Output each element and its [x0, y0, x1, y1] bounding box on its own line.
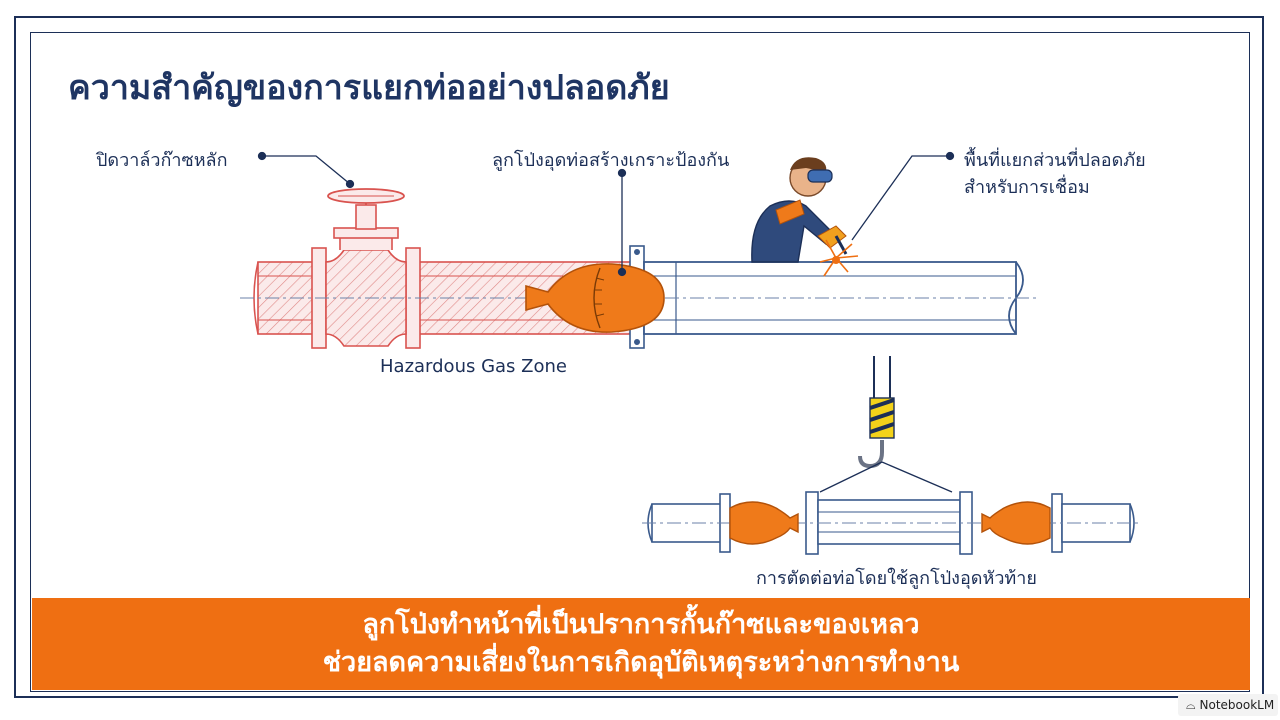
plug-balloon-label: ลูกโป่งอุดท่อสร้างเกราะป้องกัน [492, 150, 730, 171]
crane-hook [819, 356, 953, 493]
cut-connect-pipes [642, 491, 1140, 555]
safe-zone-label-line2: สำหรับการเชื่อม [964, 177, 1090, 198]
welding-sparks [819, 239, 859, 277]
outer-frame [14, 16, 1264, 698]
end-plug-balloon-right [981, 501, 1051, 545]
main-gas-valve [311, 188, 421, 349]
page-title: ความสำคัญของการแยกท่ออย่างปลอดภัย [68, 68, 670, 108]
inner-frame [30, 32, 1250, 692]
plug-balloon-main [525, 263, 665, 333]
notebooklm-badge: ⌓ NotebookLM [1178, 694, 1278, 716]
safe-zone-label-line1: พื้นที่แยกส่วนที่ปลอดภัย [964, 150, 1146, 171]
end-plug-balloon-left [729, 501, 799, 545]
notebooklm-logo-icon: ⌓ [1186, 697, 1196, 712]
banner-line-1: ลูกโป่งทำหน้าที่เป็นปราการกั้นก๊าซและของ… [362, 609, 920, 640]
cut-connect-label: การตัดต่อท่อโดยใช้ลูกโป่งอุดหัวท้าย [756, 568, 1037, 589]
main-valve-label: ปิดวาล์วก๊าซหลัก [96, 150, 228, 171]
hazard-zone-label: Hazardous Gas Zone [380, 356, 567, 377]
summary-banner: ลูกโป่งทำหน้าที่เป็นปราการกั้นก๊าซและของ… [32, 598, 1250, 690]
banner-line-2: ช่วยลดความเสี่ยงในการเกิดอุบัติเหตุระหว่… [322, 647, 960, 678]
leader-lines [257, 151, 955, 277]
welder-worker [751, 157, 848, 263]
badge-text: NotebookLM [1199, 698, 1275, 712]
